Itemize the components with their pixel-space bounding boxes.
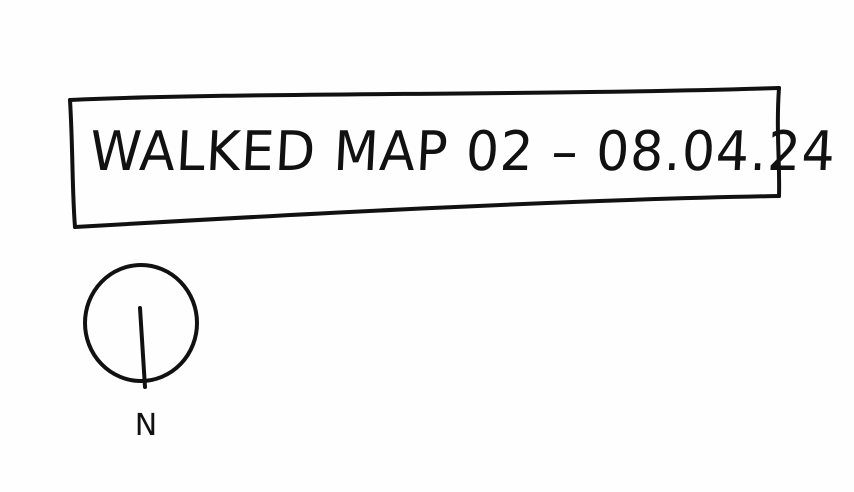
map-title: WALKED MAP 02 – 08.04.24	[88, 120, 838, 184]
north-label: N	[134, 408, 158, 443]
